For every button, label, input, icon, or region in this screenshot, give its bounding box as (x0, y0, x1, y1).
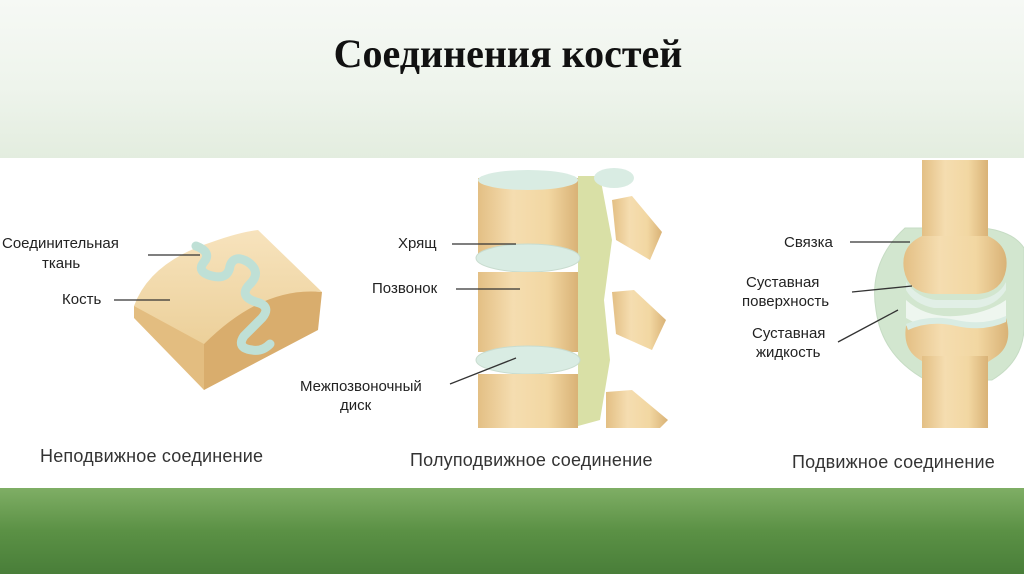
semi-movable-joint-illustration (449, 168, 668, 428)
ligament-strip (578, 176, 612, 426)
label-intervertebral-disc-line1: Межпозвоночный (300, 378, 422, 395)
intervertebral-disc-upper (475, 243, 581, 273)
label-articular-surface-line1: Суставная (746, 274, 820, 291)
page-title: Соединения костей (333, 31, 683, 76)
articular-surface-upper (906, 282, 1006, 308)
upper-bone-head (903, 236, 1007, 294)
vertebra-middle (478, 272, 578, 352)
caption-semi-movable: Полуподвижное соединение (410, 450, 653, 470)
bone-block-top (134, 230, 322, 344)
spinous-process-upper (612, 196, 662, 260)
footer-band (0, 488, 1024, 574)
articular-cap-top (594, 168, 634, 188)
lower-bone-head (905, 318, 1009, 362)
vertebra-bottom (478, 374, 578, 428)
bone-block-side (204, 291, 322, 390)
label-articular-surface-line2: поверхность (742, 293, 830, 310)
movable-joint-illustration (837, 160, 1024, 428)
leader-disc (449, 357, 517, 385)
spinous-process-middle (612, 290, 666, 350)
label-connective-tissue-line2: ткань (42, 255, 81, 272)
suture-connective-tissue (191, 241, 275, 355)
immovable-joint-illustration (114, 230, 322, 390)
label-synovial-fluid-line1: Суставная (752, 325, 826, 342)
label-synovial-fluid-line2: жидкость (756, 344, 821, 361)
leader-articular-surface (851, 285, 913, 293)
caption-movable: Подвижное соединение (792, 452, 996, 472)
label-ligament: Связка (784, 234, 833, 251)
bone-block-left (134, 306, 204, 390)
intervertebral-disc-lower (475, 345, 581, 375)
articular-surface-lower (906, 316, 1006, 330)
caption-immovable: Неподвижное соединение (40, 446, 264, 466)
spinous-process-lower (606, 390, 668, 428)
vertebra-top (478, 178, 578, 256)
leader-synovial-fluid (837, 309, 899, 343)
label-vertebra: Позвонок (372, 280, 438, 297)
label-connective-tissue-line1: Соединительная (2, 235, 119, 252)
label-intervertebral-disc-line2: диск (340, 397, 372, 414)
label-bone: Кость (62, 291, 102, 308)
cartilage-top-cap (478, 170, 578, 190)
label-cartilage: Хрящ (398, 235, 437, 252)
header-band (0, 0, 1024, 158)
lower-bone-shaft (922, 356, 988, 428)
